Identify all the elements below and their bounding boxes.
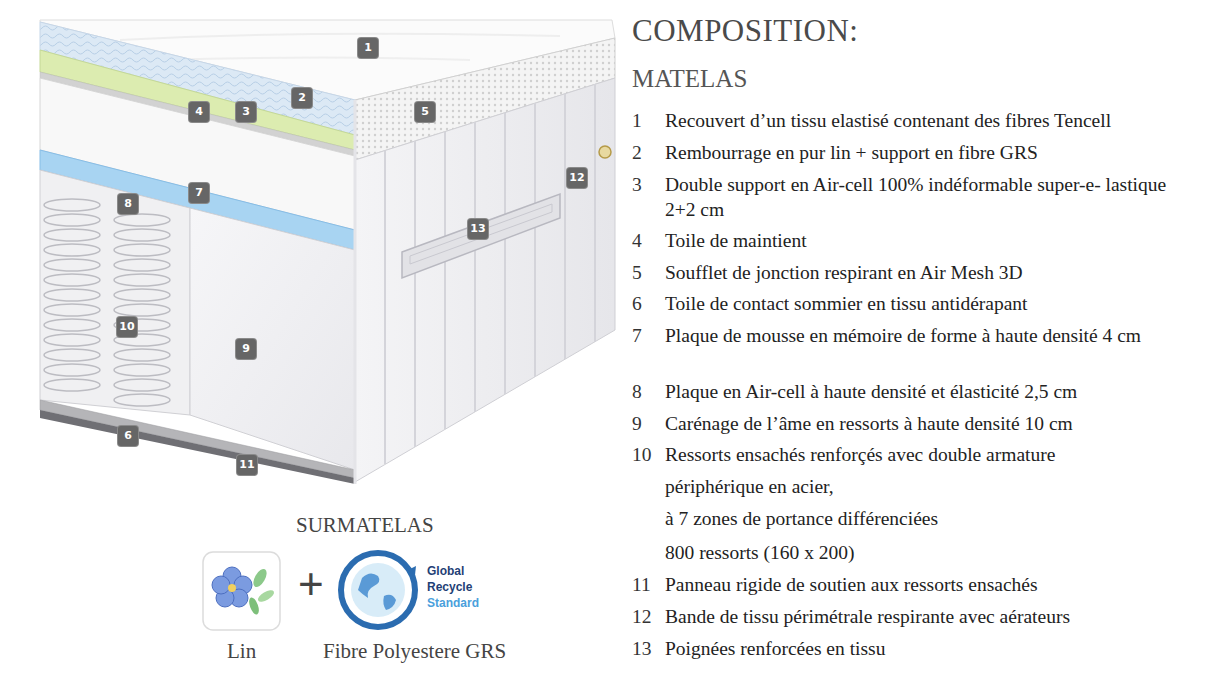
composition-text: Toile de maintient bbox=[665, 228, 1210, 253]
callout-number: 9 bbox=[236, 339, 256, 359]
composition-text: Double support en Air-cell 100% indéform… bbox=[665, 172, 1180, 222]
callout-number: 3 bbox=[236, 102, 256, 122]
callout-number: 7 bbox=[189, 183, 209, 203]
composition-text: Carénage de l’âme en ressorts à haute de… bbox=[665, 411, 1210, 436]
callout-number: 1 bbox=[358, 38, 378, 58]
item-number: 1 bbox=[632, 108, 642, 133]
logo-text: Recycle bbox=[427, 580, 472, 595]
callout-number: 11 bbox=[237, 455, 257, 475]
item-number: 5 bbox=[632, 260, 642, 285]
composition-text: Soufflet de jonction respirant en Air Me… bbox=[665, 260, 1210, 285]
item-number: 3 bbox=[632, 172, 642, 197]
logo-text: Standard bbox=[427, 596, 479, 611]
item-number: 11 bbox=[632, 572, 651, 597]
callout-number: 5 bbox=[415, 102, 435, 122]
icon-caption: Lin bbox=[227, 638, 256, 664]
logo-text: Global bbox=[427, 564, 464, 579]
composition-text: Recouvert d’un tissu elastisé contenant … bbox=[665, 108, 1210, 133]
composition-text: Panneau rigide de soutien aux ressorts e… bbox=[665, 572, 1210, 597]
item-number: 12 bbox=[632, 604, 652, 629]
item-number: 13 bbox=[632, 636, 652, 661]
callout-number: 13 bbox=[468, 219, 488, 239]
item-number: 10 bbox=[632, 439, 652, 471]
callout-number: 12 bbox=[567, 168, 587, 188]
composition-text: Rembourrage en pur lin + support en fibr… bbox=[665, 140, 1210, 165]
composition-text: Plaque en Air-cell à haute densité et él… bbox=[665, 379, 1210, 404]
composition-text: Toile de contact sommier en tissu antidé… bbox=[665, 291, 1210, 316]
callout-number: 4 bbox=[189, 102, 209, 122]
composition-text: Plaque de mousse en mémoire de forme à h… bbox=[665, 323, 1180, 348]
callout-number: 6 bbox=[118, 426, 138, 446]
icon-caption: Fibre Polyestere GRS bbox=[323, 638, 506, 664]
item-number: 8 bbox=[632, 379, 642, 404]
plus-sign: + bbox=[298, 560, 324, 608]
page-title: COMPOSITION: bbox=[632, 12, 858, 50]
composition-text: Ressorts ensachés renforçés avec double … bbox=[665, 439, 1135, 503]
callout-number: 2 bbox=[292, 88, 312, 108]
item-number: 4 bbox=[632, 228, 642, 253]
composition-text: à 7 zones de portance différenciées bbox=[665, 503, 1210, 535]
section-heading: MATELAS bbox=[632, 64, 747, 94]
composition-text: Bande de tissu périmétrale respirante av… bbox=[665, 604, 1210, 629]
callout-number: 10 bbox=[117, 317, 137, 337]
item-number: 9 bbox=[632, 411, 642, 436]
item-number: 6 bbox=[632, 291, 642, 316]
callout-number: 8 bbox=[118, 194, 138, 214]
section-heading: SURMATELAS bbox=[296, 512, 434, 538]
composition-text: Poignées renforcées en tissu bbox=[665, 636, 1210, 661]
composition-text: 800 ressorts (160 x 200) bbox=[665, 537, 1210, 569]
item-number: 2 bbox=[632, 140, 642, 165]
item-number: 7 bbox=[632, 323, 642, 348]
